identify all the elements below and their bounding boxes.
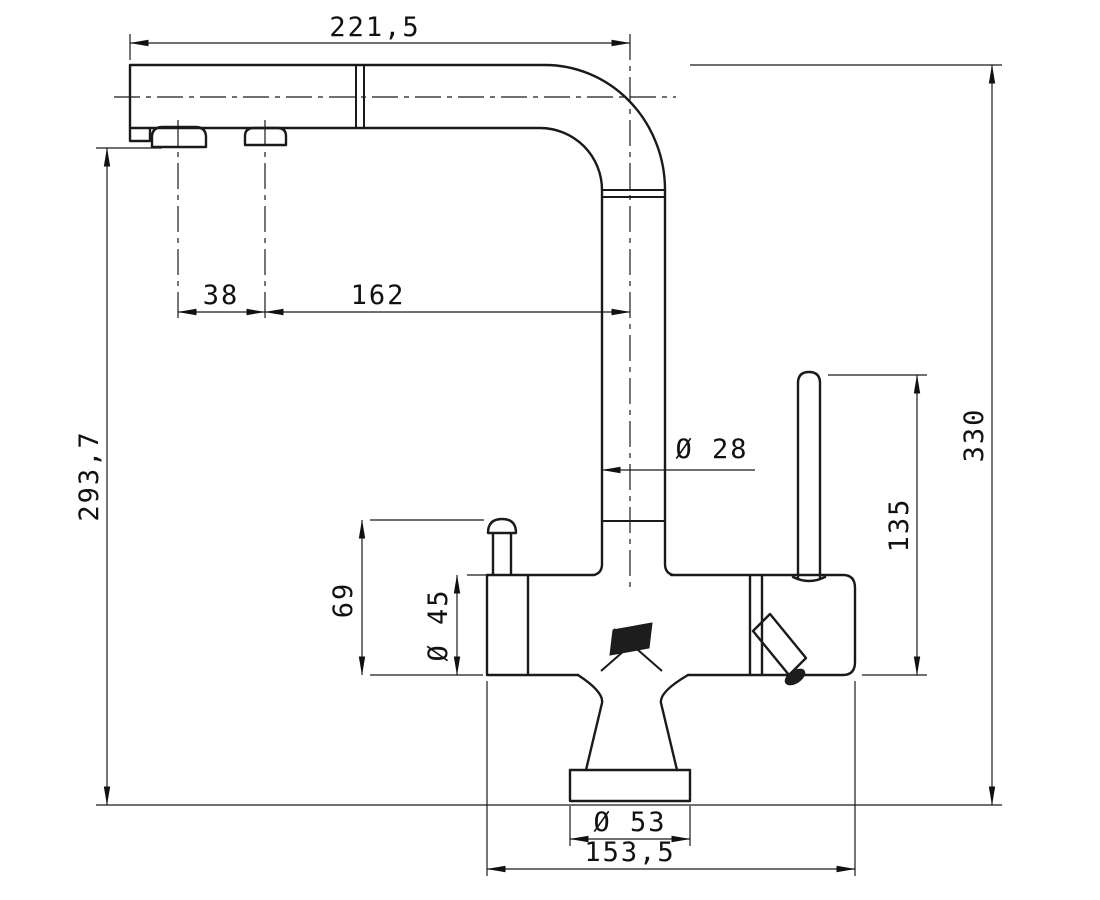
dim-knob-height: 69 (328, 519, 366, 676)
spout-tube (128, 63, 667, 192)
dim-spout-diameter: Ø 28 (601, 434, 755, 474)
dim-label-aerator-height: 293,7 (74, 430, 105, 521)
nozzle-centerlines (177, 120, 266, 318)
dim-body-length: 153,5 (486, 837, 856, 873)
dim-handle-height: 135 (884, 374, 921, 676)
dim-label-knob-height: 69 (328, 582, 359, 619)
lever-linkage (751, 612, 808, 677)
dim-label-handle-height: 135 (884, 498, 915, 553)
dim-label-spout-diameter: Ø 28 (675, 434, 748, 465)
riser-pipe (592, 188, 675, 577)
dim-label-spout-reach: 221,5 (329, 12, 420, 43)
dim-label-total-height: 330 (959, 408, 990, 463)
dim-spout-reach: 221,5 (129, 12, 631, 47)
dimensions: 221,5 38 162 293,7 330 Ø 28 (74, 12, 996, 873)
dim-label-nozzle-spacing: 38 (203, 280, 240, 311)
spout-joint-lines (355, 65, 665, 522)
dim-nozzle-to-axis: 162 (264, 280, 631, 316)
faucet-outline (128, 63, 857, 803)
temperature-knob (486, 517, 518, 577)
body-cylinder (485, 573, 857, 677)
dim-label-nozzle-to-axis: 162 (351, 280, 406, 311)
handle-lever (791, 370, 827, 583)
base-funnel (576, 673, 690, 772)
lever-pivot (784, 668, 806, 686)
base-flange (568, 768, 692, 803)
spray-head-detail (128, 125, 288, 149)
dim-base-diameter: Ø 53 (569, 807, 691, 843)
dim-label-base-diameter: Ø 53 (593, 807, 666, 838)
dim-aerator-height: 293,7 (74, 147, 111, 806)
extension-lines-path (96, 34, 1002, 876)
dim-label-body-length: 153,5 (584, 837, 675, 868)
cartridge-band (609, 622, 653, 656)
dim-body-diameter: Ø 45 (423, 574, 461, 676)
dim-total-height: 330 (959, 64, 996, 806)
dim-nozzle-spacing: 38 (177, 280, 266, 316)
dim-label-body-diameter: Ø 45 (423, 588, 454, 661)
extension-lines (96, 34, 1002, 876)
